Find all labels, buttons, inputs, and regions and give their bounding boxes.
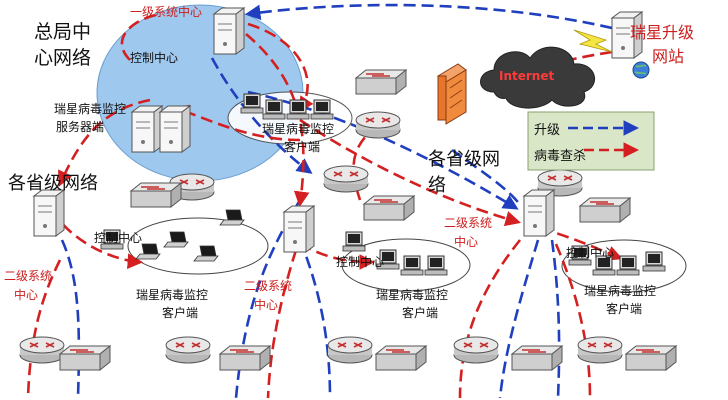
internet-cloud-icon <box>480 46 595 109</box>
switch-icon <box>130 182 182 208</box>
router-icon <box>327 336 373 364</box>
update-site-label-line1: 瑞星升级 <box>630 23 694 42</box>
switch-icon <box>219 345 271 371</box>
server-icon <box>523 189 555 237</box>
province-right-label-line2: 络 <box>428 175 446 196</box>
province-left-label: 各省级网络 <box>8 173 98 194</box>
client-right-label-line1: 瑞星病毒监控 <box>584 283 656 298</box>
province-right-label-line1: 各省级网 <box>428 149 500 170</box>
client-top-label-line2: 客户端 <box>284 139 320 154</box>
pc-icon <box>240 93 264 114</box>
router-icon <box>577 336 623 364</box>
router-icon <box>355 111 401 139</box>
level2-mid-label-line1: 二级系统 <box>244 279 292 293</box>
pc-icon <box>424 255 448 276</box>
switch-icon <box>363 195 415 221</box>
router-icon <box>19 336 65 364</box>
server-icon <box>159 105 191 153</box>
client-mid-label-line1: 瑞星病毒监控 <box>376 287 448 302</box>
control-center-top-label: 控制中心 <box>130 50 178 65</box>
pc-icon <box>342 231 366 252</box>
pc-icon <box>286 99 310 120</box>
level2-left-label-line2: 中心 <box>14 287 38 302</box>
server-label-line1: 瑞星病毒监控 <box>54 101 126 116</box>
switch-icon <box>625 345 677 371</box>
switch-icon <box>355 69 407 95</box>
globe-icon <box>632 61 650 79</box>
server-label-line2: 服务器端 <box>56 119 104 134</box>
router-icon <box>453 336 499 364</box>
switch-icon <box>579 197 631 223</box>
hq-label-line2: 心网络 <box>34 47 91 69</box>
server-icon <box>213 7 245 55</box>
lightning-icon <box>573 29 613 53</box>
client-mid-label-line2: 客户端 <box>402 305 438 320</box>
pc-icon <box>310 99 334 120</box>
pc-icon <box>642 251 666 272</box>
level2-right-label-line2: 中心 <box>454 234 478 249</box>
server-icon <box>131 105 163 153</box>
level2-left-label-line1: 二级系统 <box>4 269 52 283</box>
pc-icon <box>616 255 640 276</box>
control-center-mid-label: 控制中心 <box>336 254 384 269</box>
legend-upgrade-label: 升级 <box>534 123 560 138</box>
switch-icon <box>511 345 563 371</box>
client-right-label-line2: 客户端 <box>606 301 642 316</box>
router-icon <box>165 336 211 364</box>
legend-scan-label: 病毒查杀 <box>534 149 586 164</box>
pc-icon <box>400 255 424 276</box>
legend: 升级 病毒查杀 <box>527 111 655 171</box>
client-top-label-line1: 瑞星病毒监控 <box>262 121 334 136</box>
hq-label-line1: 总局中 <box>34 21 91 43</box>
pc-icon <box>262 99 286 120</box>
diagram-labels: 总局中 心网络 一级系统中心 控制中心 瑞星病毒监控 服务器端 瑞星病毒监控 客… <box>4 4 694 320</box>
level2-mid-label-line2: 中心 <box>254 297 278 312</box>
server-icon <box>33 189 65 237</box>
firewall-icon <box>437 63 467 125</box>
client-cloud-left <box>127 217 269 275</box>
client-left-label-line2: 客户端 <box>162 305 198 320</box>
laptop-icon <box>219 209 245 226</box>
level2-right-label-line1: 二级系统 <box>444 216 492 230</box>
server-icon <box>283 205 315 253</box>
control-center-left-label: 控制中心 <box>94 230 142 245</box>
router-icon <box>323 165 369 193</box>
internet-label: Internet <box>499 69 554 83</box>
level1-center-label: 一级系统中心 <box>130 4 202 19</box>
switch-icon <box>375 345 427 371</box>
control-center-right-label: 控制中心 <box>566 245 614 260</box>
switch-icon <box>59 345 111 371</box>
update-site-label-line2: 网站 <box>652 47 684 66</box>
client-left-label-line1: 瑞星病毒监控 <box>136 287 208 302</box>
